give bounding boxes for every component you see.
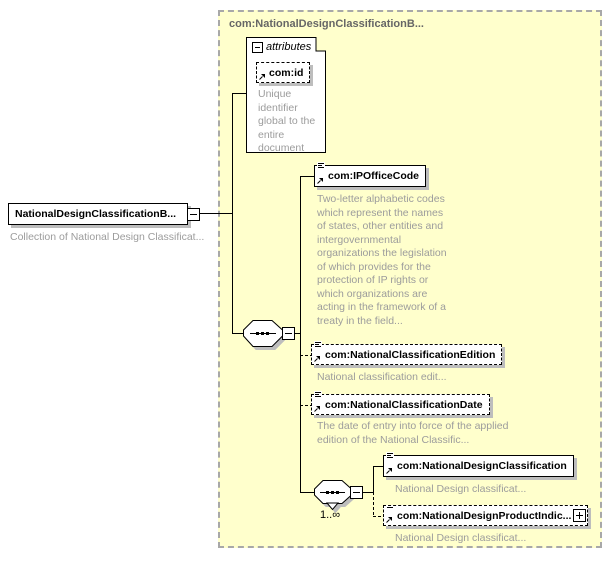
element-box-national-classification-edition[interactable]: com:NationalClassificationEdition	[311, 341, 503, 365]
attribute-box-com-id[interactable]: com:id	[256, 62, 311, 83]
element-box-national-classification-date[interactable]: com:NationalClassificationDate	[311, 391, 490, 415]
reference-arrow-icon	[258, 73, 266, 81]
element-box-ip-office-code[interactable]: com:IPOfficeCode	[314, 162, 427, 187]
reference-arrow-icon	[385, 467, 393, 475]
annotation-root: Collection of National Design Classifica…	[10, 231, 205, 243]
attribute-name: com:id	[269, 66, 304, 79]
simple-content-icon	[314, 341, 322, 348]
inner-sequence-collapse-toggle[interactable]	[350, 486, 363, 499]
product-indicator-expand-toggle[interactable]	[573, 509, 586, 522]
reference-arrow-icon	[316, 177, 324, 185]
element-box-national-design-classification[interactable]: com:NationalDesignClassification	[383, 452, 574, 477]
element-name: com:NationalDesignProductIndic...	[397, 509, 572, 522]
complex-type-title: com:NationalDesignClassificationB...	[229, 18, 424, 30]
simple-content-icon	[314, 391, 322, 398]
root-element-row: NationalDesignClassificationB...	[8, 203, 200, 225]
reference-arrow-icon	[313, 355, 321, 363]
outer-sequence-collapse-toggle[interactable]	[282, 327, 295, 340]
element-name: com:NationalClassificationEdition	[325, 348, 496, 361]
simple-content-icon	[386, 452, 394, 459]
simple-content-icon	[317, 162, 325, 169]
element-name: com:IPOfficeCode	[328, 170, 420, 182]
annotation-national-design-classification: National Design classificat...	[395, 483, 527, 495]
reference-arrow-icon	[385, 516, 393, 524]
element-name: com:NationalDesignClassification	[397, 460, 567, 472]
attributes-group-label: attributes	[266, 41, 312, 53]
sequence-compositor-outer[interactable]	[243, 320, 283, 347]
sequence-compositor-inner[interactable]	[314, 480, 352, 511]
element-box-national-design-product-indicator[interactable]: com:NationalDesignProductIndic...	[383, 505, 588, 526]
annotation-com-id: Unique identifier global to the entire d…	[258, 88, 316, 154]
element-name: com:NationalClassificationDate	[325, 398, 483, 411]
attributes-collapse-toggle[interactable]	[252, 42, 263, 53]
annotation-national-classification-date: The date of entry into force of the appl…	[317, 420, 509, 446]
annotation-national-design-product-indicator: National Design classificat...	[395, 532, 527, 544]
root-collapse-toggle[interactable]	[187, 207, 200, 221]
simple-content-icon	[386, 506, 394, 509]
reference-arrow-icon	[313, 405, 321, 413]
annotation-national-classification-edition: National classification edit...	[317, 371, 447, 383]
occurrence-label: 1..∞	[320, 509, 341, 521]
root-element-name: NationalDesignClassificationB...	[15, 208, 177, 220]
annotation-ip-office-code: Two-letter alphabetic codes which repres…	[317, 193, 447, 327]
element-box-root[interactable]: NationalDesignClassificationB...	[8, 203, 188, 225]
